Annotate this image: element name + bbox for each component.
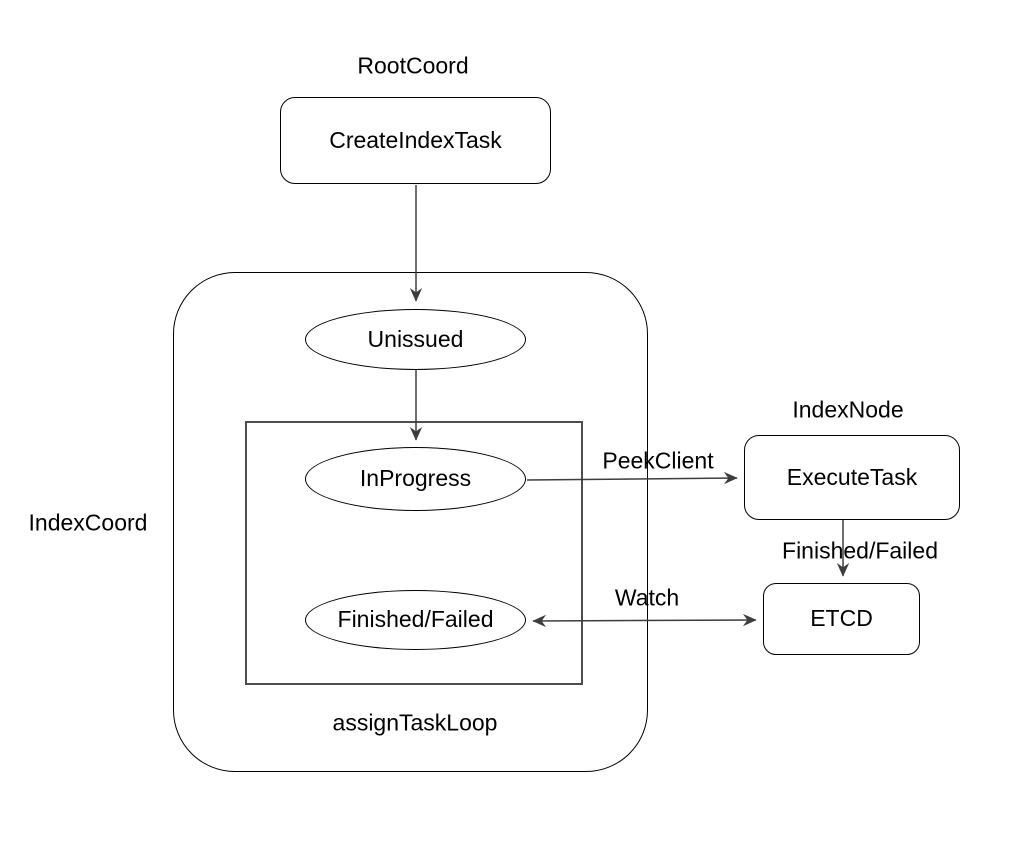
- node-inprogress: InProgress: [305, 447, 526, 511]
- node-execute-task: ExecuteTask: [744, 435, 960, 520]
- assign-task-loop-label: assignTaskLoop: [332, 709, 498, 736]
- index-coord-label: IndexCoord: [28, 509, 148, 536]
- node-create-index-task: CreateIndexTask: [280, 97, 551, 184]
- node-etcd-label: ETCD: [810, 605, 873, 632]
- node-finished-failed-label: Finished/Failed: [337, 606, 494, 633]
- node-inprogress-label: InProgress: [359, 465, 472, 492]
- node-unissued-label: Unissued: [367, 325, 464, 352]
- assign-task-loop-container: [245, 421, 583, 685]
- node-etcd: ETCD: [763, 583, 920, 655]
- edge-label-peekclient: PeekClient: [602, 447, 714, 474]
- index-coord-container: [173, 272, 648, 772]
- index-node-label: IndexNode: [792, 396, 904, 423]
- node-create-index-task-label: CreateIndexTask: [329, 126, 502, 153]
- root-coord-label: RootCoord: [357, 52, 469, 79]
- edge-label-finished-failed: Finished/Failed: [782, 537, 938, 564]
- edge-label-watch: Watch: [614, 584, 680, 611]
- node-execute-task-label: ExecuteTask: [786, 463, 918, 490]
- node-unissued: Unissued: [305, 309, 526, 370]
- node-finished-failed: Finished/Failed: [305, 590, 526, 650]
